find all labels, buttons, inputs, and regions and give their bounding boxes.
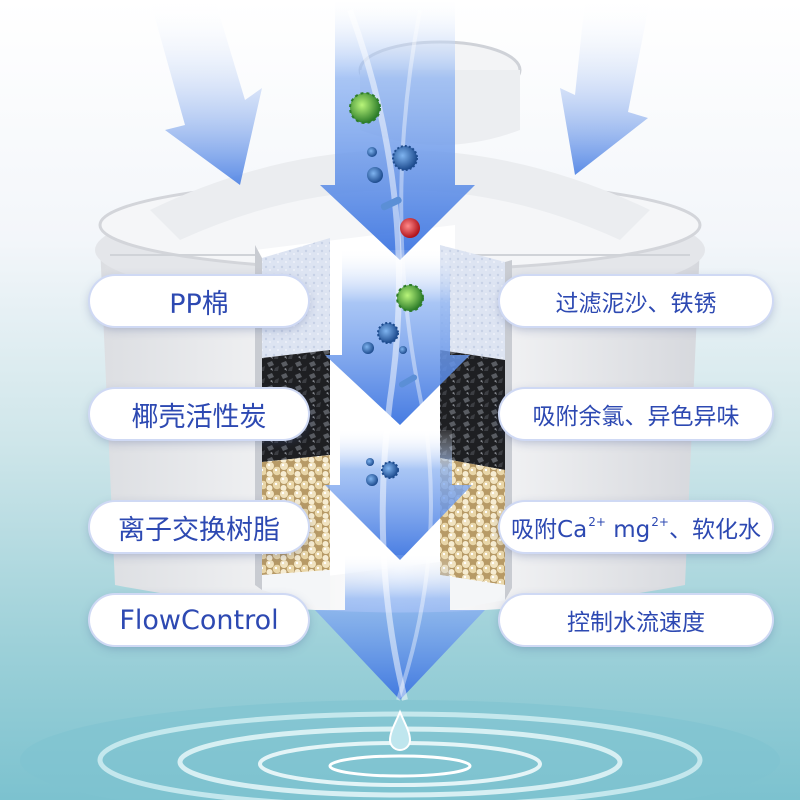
layer-function: 过滤泥沙、铁锈 (555, 291, 717, 317)
layer-function: 吸附Ca2+ mg2+、软化水 (511, 515, 761, 543)
layer-function-ion-exchange-resin: 吸附Ca2+ mg2+、软化水 (500, 502, 772, 552)
layer-name: PP棉 (169, 288, 229, 320)
layer-function-pp-cotton: 过滤泥沙、铁锈 (500, 276, 772, 326)
layer-name: FlowControl (119, 604, 279, 636)
layer-name: 离子交换树脂 (118, 514, 280, 546)
flow-arrow-icon (560, 0, 650, 175)
layer-label-pp-cotton: PP棉 (90, 276, 308, 326)
layer-label-ion-exchange-resin: 离子交换树脂 (90, 502, 308, 552)
layer-function: 控制水流速度 (567, 610, 705, 636)
layer-function-flowcontrol: 控制水流速度 (500, 595, 772, 645)
layer-name: 椰壳活性炭 (131, 401, 267, 433)
layer-function: 吸附余氯、异色异味 (532, 404, 740, 430)
layer-label-coconut-carbon: 椰壳活性炭 (90, 389, 308, 439)
bacteria-icon (349, 92, 424, 486)
central-flow-arrows (315, 0, 485, 701)
water-drop-icon (388, 709, 412, 751)
flow-arrow-icon (150, 0, 262, 185)
layer-label-flowcontrol: FlowControl (90, 595, 308, 645)
layer-function-coconut-carbon: 吸附余氯、异色异味 (500, 389, 772, 439)
